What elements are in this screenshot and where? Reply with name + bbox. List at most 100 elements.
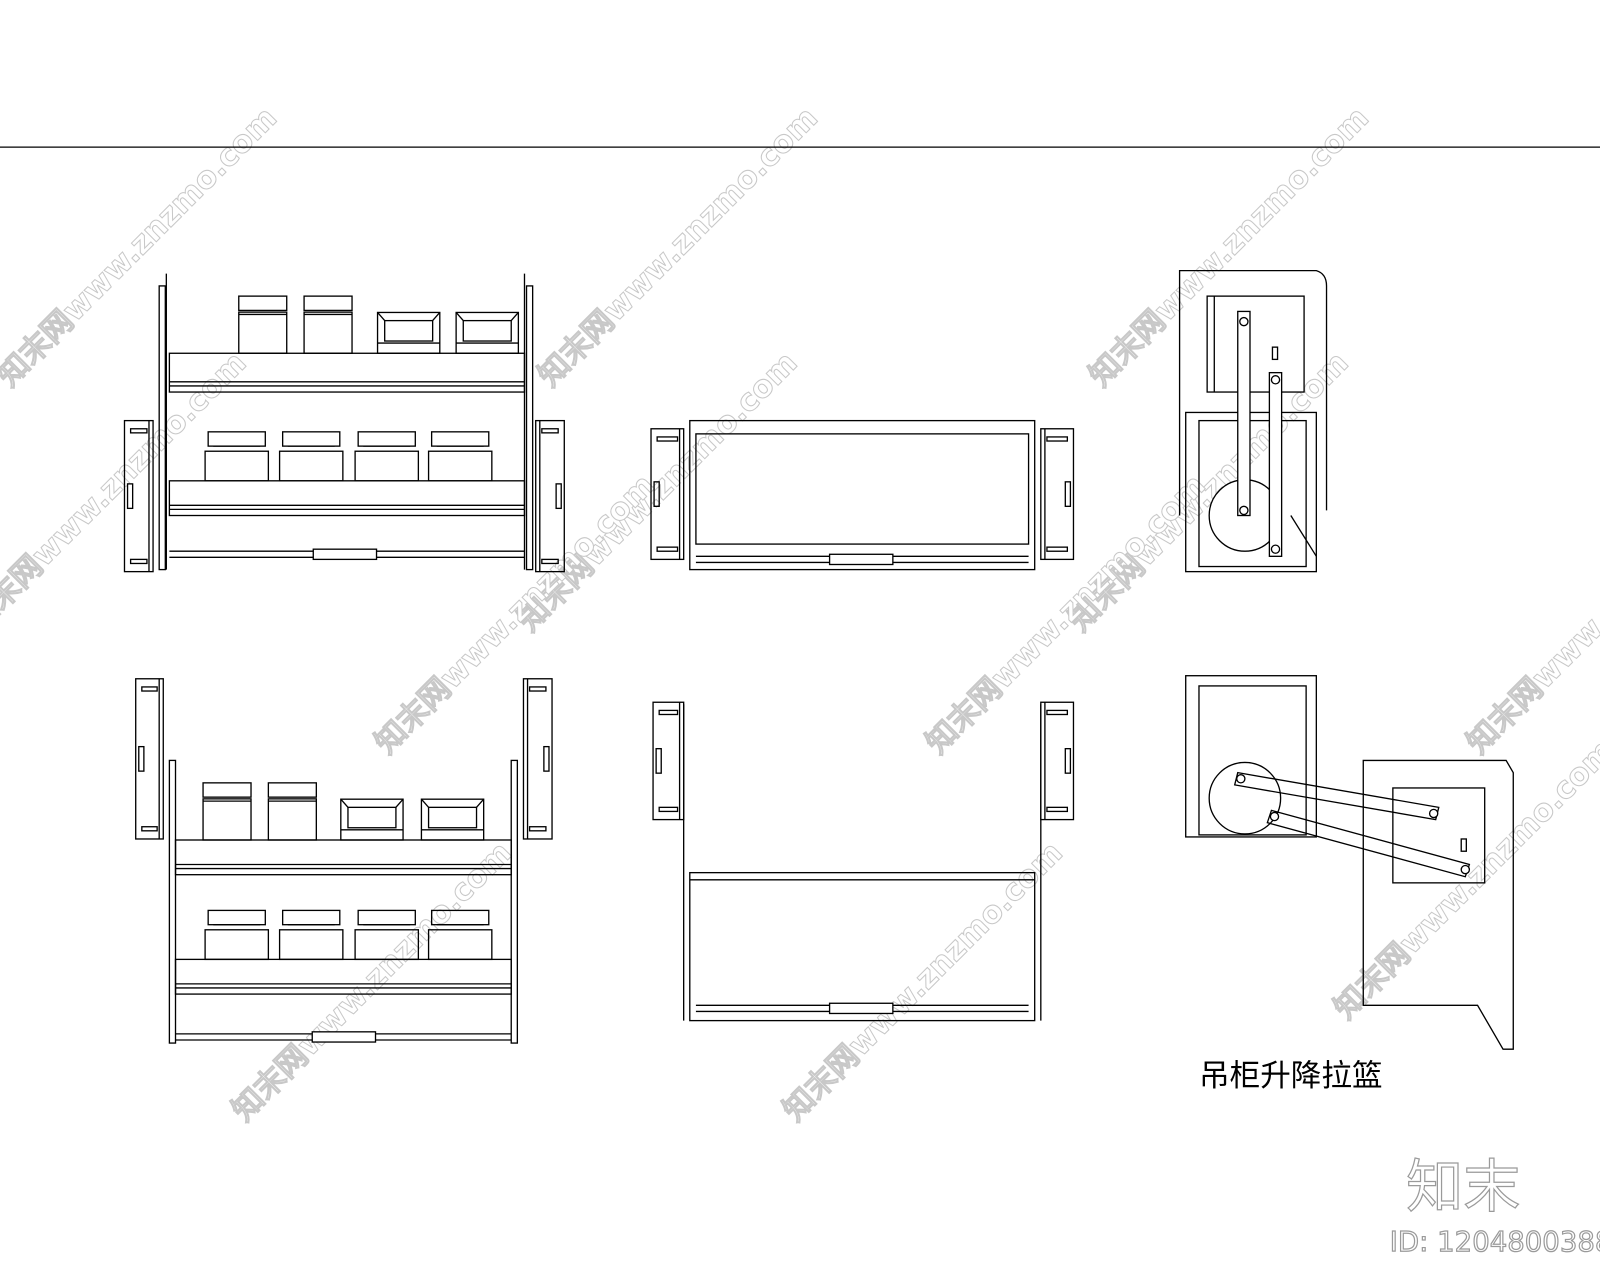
box-window xyxy=(347,806,397,829)
handle-bar xyxy=(169,548,525,561)
bracket-plate xyxy=(535,419,565,573)
box-edge xyxy=(395,798,404,808)
container-lid xyxy=(207,909,266,926)
jar-body xyxy=(267,798,317,841)
bracket-slot xyxy=(1046,546,1069,552)
jar-lid xyxy=(202,782,252,798)
box-window xyxy=(384,319,434,342)
bracket-tab xyxy=(1064,481,1072,507)
box-outline xyxy=(455,311,520,354)
wall-bracket xyxy=(535,419,565,573)
wall-bracket xyxy=(1040,428,1075,561)
bracket-slot xyxy=(541,558,559,565)
mechanism-housing xyxy=(1185,675,1317,838)
mount-plate xyxy=(1206,295,1305,393)
bracket-tab xyxy=(543,745,550,772)
container-body xyxy=(427,450,493,482)
watermark-text: 知末网www.znzmo.com xyxy=(0,101,284,394)
lift-arm xyxy=(1268,371,1283,557)
bracket-slot xyxy=(656,436,679,442)
bracket-slot xyxy=(658,709,679,716)
cabinet-side-panel xyxy=(1178,269,1328,516)
mount-plate xyxy=(1392,787,1486,884)
wall-bracket xyxy=(1040,701,1075,821)
side-panel-right xyxy=(510,759,519,1044)
view-front-lowered-with-items xyxy=(135,678,553,1044)
spring-link xyxy=(1290,515,1317,557)
bracket-plate xyxy=(522,678,553,840)
container-body xyxy=(354,929,420,961)
handle-grip xyxy=(828,1002,894,1015)
pivot-bolt xyxy=(1460,864,1471,875)
container xyxy=(278,909,344,961)
bracket-tab xyxy=(1064,748,1072,774)
handle-grip xyxy=(311,1031,377,1043)
container xyxy=(278,431,344,482)
container-body xyxy=(278,929,344,961)
container xyxy=(354,431,420,482)
slot-hole xyxy=(1271,346,1279,361)
mechanism-housing xyxy=(1185,411,1317,573)
container-body xyxy=(204,450,270,482)
container-lid xyxy=(281,431,341,447)
box-window xyxy=(427,806,478,829)
spice-box xyxy=(420,798,485,841)
bracket-tab xyxy=(138,745,145,772)
watermark-text: 知末网www.znzmo.com xyxy=(369,468,662,761)
jar-lid xyxy=(303,295,353,312)
pivot-bolt xyxy=(1239,505,1249,516)
container-body xyxy=(427,929,493,961)
box-window xyxy=(462,319,512,342)
box-edge xyxy=(340,798,349,808)
container xyxy=(354,909,420,961)
wall-bracket xyxy=(123,419,154,573)
jar-body xyxy=(202,798,252,841)
bracket-slot xyxy=(658,806,679,813)
lift-arm xyxy=(1266,809,1471,878)
bracket-plate xyxy=(652,701,685,821)
container-body xyxy=(278,450,344,482)
pivot-bolt xyxy=(1270,544,1281,554)
container-lid xyxy=(207,431,266,447)
housing-inner xyxy=(1198,419,1307,568)
container-body xyxy=(204,929,270,961)
pivot-bolt xyxy=(1239,316,1249,327)
box-edge xyxy=(432,312,441,322)
watermark-id: ID: 1204800388 xyxy=(1390,1226,1600,1258)
bracket-slot xyxy=(1046,709,1069,716)
bracket-plate xyxy=(1040,701,1075,821)
bracket-slot xyxy=(1046,436,1069,442)
container xyxy=(204,431,270,482)
watermark-logo: 知末 xyxy=(1406,1154,1520,1220)
wall-bracket xyxy=(652,701,685,821)
bracket-slot xyxy=(141,826,158,832)
cabinet-side-panel xyxy=(1362,759,1514,1050)
basket-frame xyxy=(689,419,1036,571)
lift-arm xyxy=(1237,310,1251,517)
spice-box xyxy=(376,311,441,354)
wall-bracket xyxy=(522,678,553,840)
container xyxy=(427,909,493,961)
container-lid xyxy=(281,909,341,926)
view-front-raised-empty xyxy=(650,419,1075,571)
bracket-tab xyxy=(655,748,662,774)
watermark-text: 知末网www.znzmo.com xyxy=(226,835,519,1128)
jar xyxy=(202,782,252,841)
basket-frame xyxy=(689,871,1036,1022)
pivot-bolt xyxy=(1428,808,1439,819)
bracket-slot xyxy=(129,558,148,565)
watermark-text: 知末网www.znzmo.com xyxy=(1461,468,1600,761)
side-panel-left xyxy=(158,285,166,571)
view-front-lowered-empty xyxy=(652,701,1075,1022)
basket-inner xyxy=(695,433,1030,545)
jar-lid xyxy=(267,782,317,798)
bracket-plate xyxy=(135,678,164,840)
shelf-front xyxy=(168,480,526,517)
bracket-plate xyxy=(123,419,154,573)
container xyxy=(427,431,493,482)
wall-bracket xyxy=(135,678,164,840)
bracket-slot xyxy=(528,686,547,692)
shelf xyxy=(168,480,526,517)
bracket-slot xyxy=(541,428,559,434)
